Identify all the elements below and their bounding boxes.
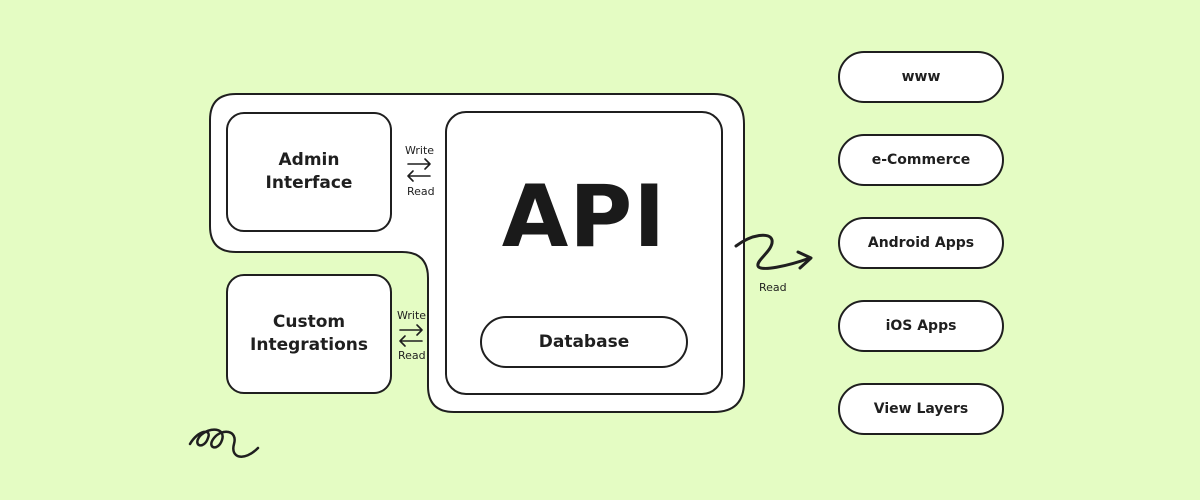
admin-write-label: Write	[405, 144, 435, 157]
custom-exchange-arrows-icon	[399, 324, 423, 347]
output-www[interactable]: www	[838, 51, 1004, 103]
output-android-apps[interactable]: Android Apps	[838, 217, 1004, 269]
custom-integrations-label: Custom Integrations	[250, 312, 368, 355]
decorative-loops-icon	[188, 428, 260, 458]
admin-read-label: Read	[407, 185, 435, 198]
admin-interface-label: Admin Interface	[265, 150, 353, 193]
squiggle-arrow-icon	[734, 233, 813, 270]
output-ios-apps[interactable]: iOS Apps	[838, 300, 1004, 352]
custom-write-label: Write	[397, 309, 427, 322]
output-ecommerce[interactable]: e-Commerce	[838, 134, 1004, 186]
admin-exchange-arrows-icon	[407, 158, 431, 182]
custom-integrations-box[interactable]: Custom Integrations	[226, 274, 392, 394]
output-read-label: Read	[759, 281, 787, 294]
custom-read-label: Read	[398, 349, 426, 362]
admin-interface-box[interactable]: Admin Interface	[226, 112, 392, 232]
database-box[interactable]: Database	[480, 316, 688, 368]
api-title: API	[501, 167, 667, 267]
output-view-layers[interactable]: View Layers	[838, 383, 1004, 435]
